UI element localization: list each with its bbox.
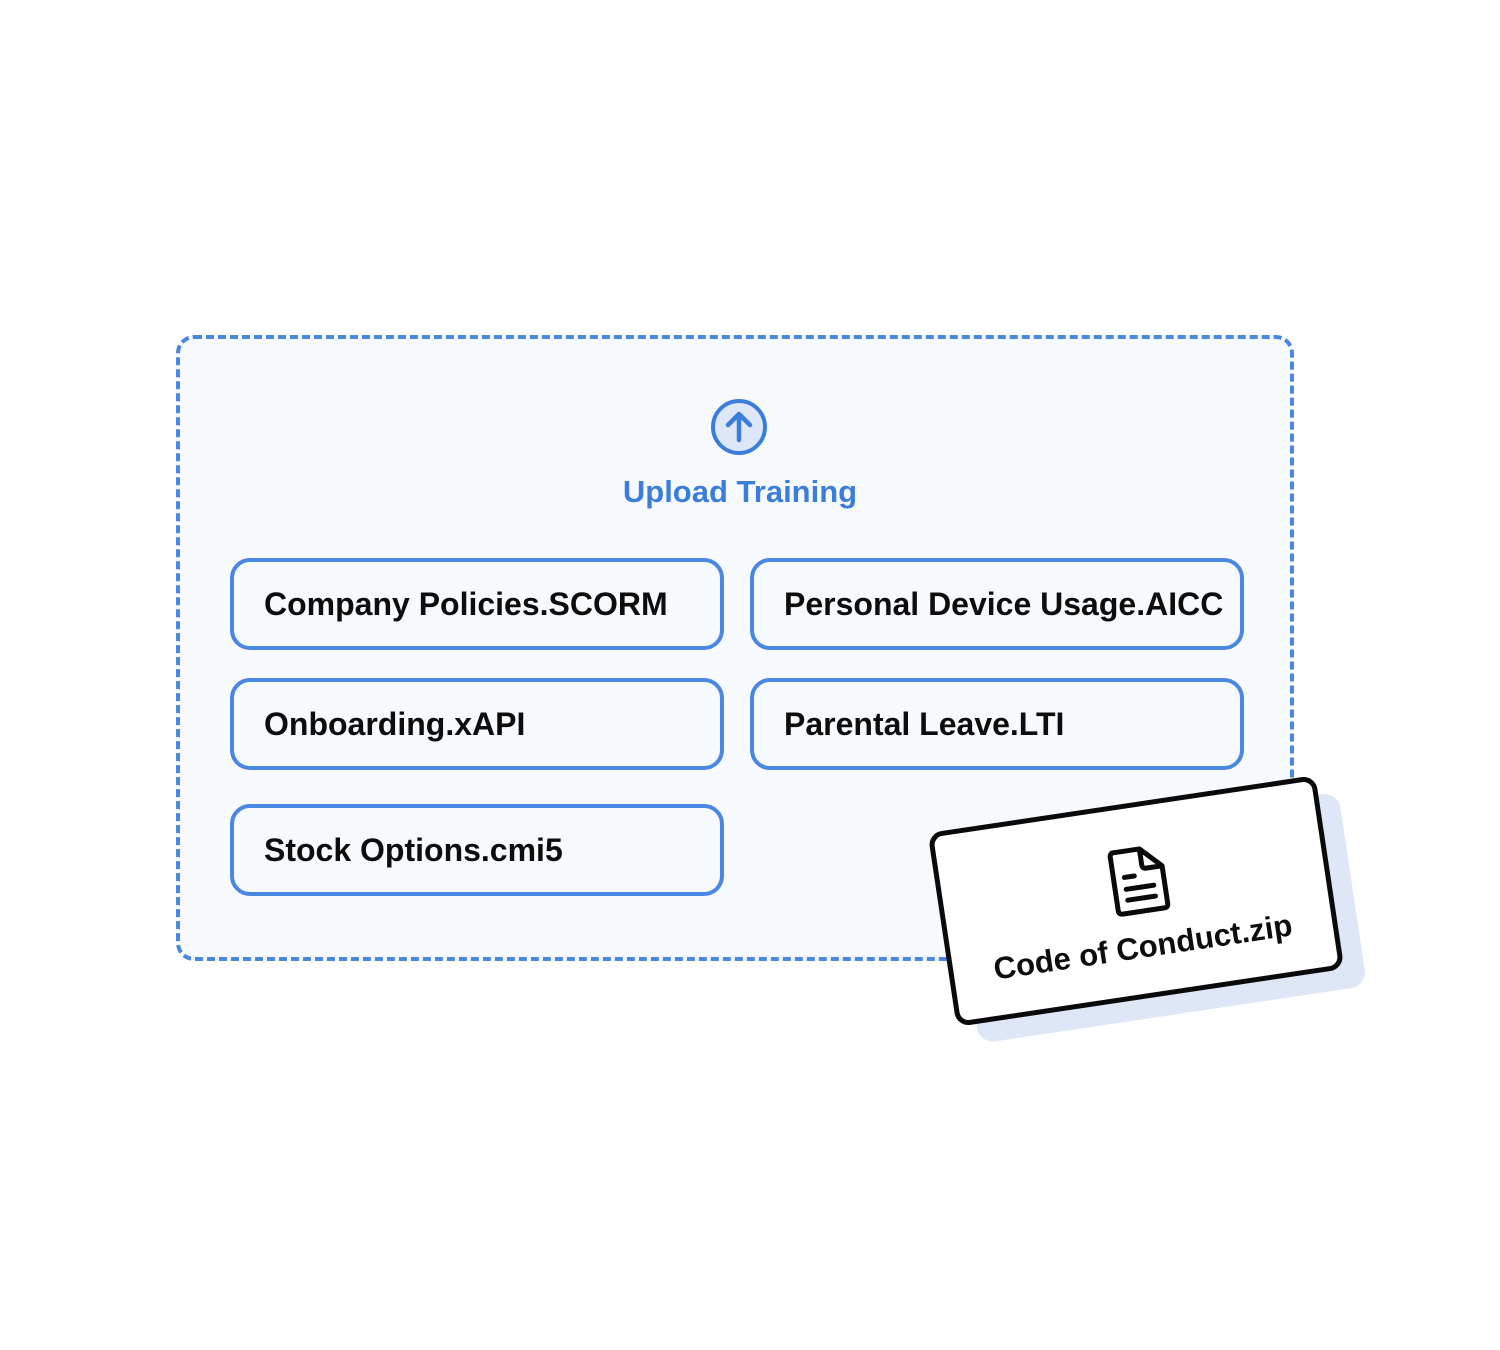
file-item-label: Company Policies.SCORM [264,585,668,622]
arrow-up-circle-icon[interactable] [710,398,768,456]
document-icon [1103,839,1175,919]
file-item-parental-leave[interactable]: Parental Leave.LTI [750,678,1244,770]
dragged-file-wrapper[interactable]: Code of Conduct.zip [927,775,1368,1044]
file-item-label: Onboarding.xAPI [264,705,526,742]
file-item-stock-options[interactable]: Stock Options.cmi5 [230,804,724,896]
file-item-label: Parental Leave.LTI [784,705,1065,742]
file-item-label: Personal Device Usage.AICC [784,585,1224,622]
file-item-company-policies[interactable]: Company Policies.SCORM [230,558,724,650]
dragged-file-card[interactable]: Code of Conduct.zip [927,775,1345,1027]
file-item-personal-device-usage[interactable]: Personal Device Usage.AICC [750,558,1244,650]
upload-title: Upload Training [622,474,858,509]
file-item-onboarding[interactable]: Onboarding.xAPI [230,678,724,770]
file-item-label: Stock Options.cmi5 [264,831,563,868]
